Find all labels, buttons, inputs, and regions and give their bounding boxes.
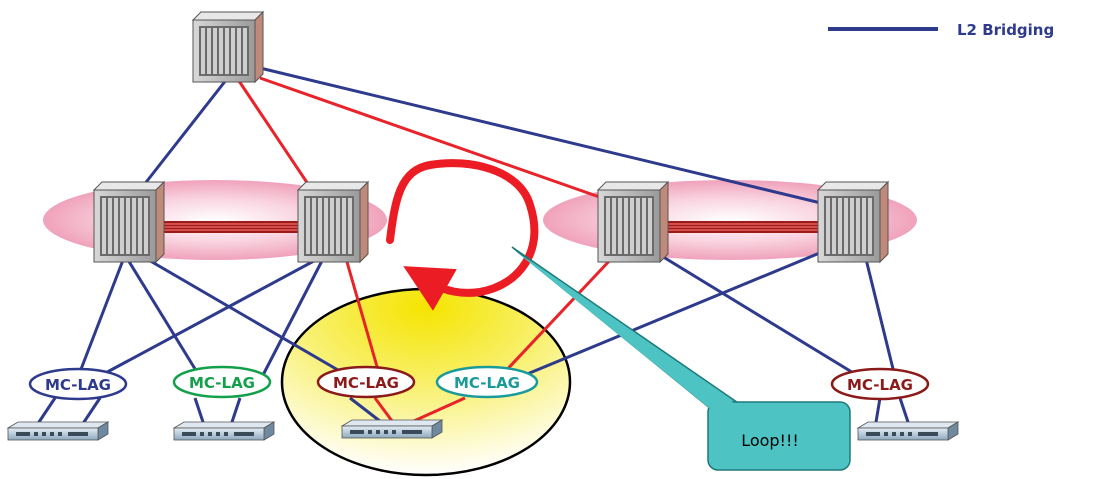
mclag-oval: MC-LAG	[435, 365, 539, 399]
chassis-switch-icon	[191, 10, 265, 84]
legend: L2 Bridging	[828, 21, 1054, 39]
access-switch-icon	[172, 421, 276, 441]
mclag-label: MC-LAG	[45, 376, 111, 394]
isc-link-right	[660, 221, 822, 233]
mclag-oval: MC-LAG	[28, 367, 128, 401]
callout-text: Loop!!!	[741, 431, 799, 450]
mclag-oval: MC-LAG	[830, 367, 930, 401]
isc-link-left	[155, 221, 305, 233]
l2-link	[138, 74, 232, 191]
chassis-switch-icon	[92, 180, 166, 264]
l2-link	[519, 250, 823, 379]
chassis-switch-icon	[596, 180, 670, 264]
l2-link	[97, 253, 326, 379]
access-switch-icon	[856, 421, 960, 441]
loop-callout: Loop!!!	[511, 246, 851, 471]
l2-link	[139, 253, 351, 379]
access-switch-icon	[340, 419, 444, 439]
loop-link	[259, 76, 609, 202]
loop-link	[498, 256, 614, 379]
l2-link	[659, 253, 861, 379]
loop-arrow	[386, 159, 539, 311]
l2-link	[863, 254, 897, 378]
access-switch-icon	[6, 421, 110, 441]
mclag-label: MC-LAG	[189, 374, 255, 392]
mclag-label: MC-LAG	[454, 374, 520, 392]
l2-link	[259, 66, 851, 212]
mclag-label: MC-LAG	[333, 374, 399, 392]
loop-link	[343, 254, 382, 378]
chassis-switch-icon	[816, 180, 890, 264]
l2-link	[76, 254, 127, 378]
legend-label: L2 Bridging	[957, 21, 1054, 39]
mclag-label: MC-LAG	[847, 376, 913, 394]
chassis-switch-icon	[296, 180, 370, 264]
loop-link	[233, 74, 314, 191]
l2-link	[260, 254, 327, 378]
l2-link	[123, 254, 202, 378]
mclag-oval: MC-LAG	[316, 365, 416, 399]
mclag-oval: MC-LAG	[172, 365, 272, 399]
